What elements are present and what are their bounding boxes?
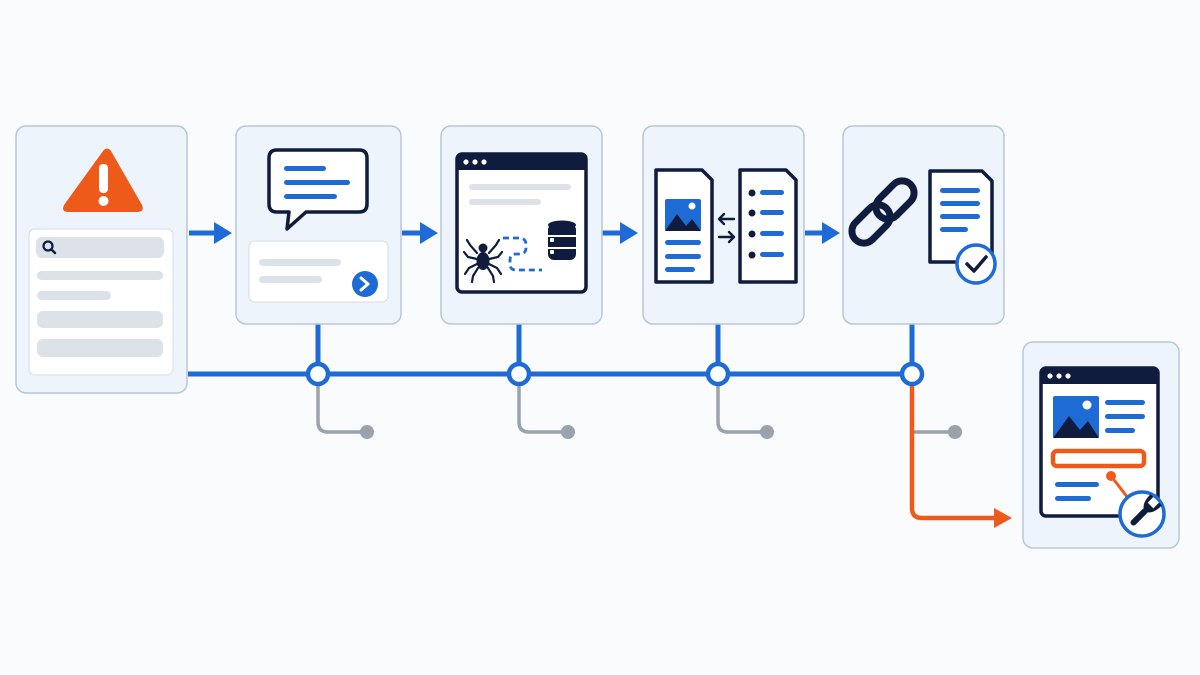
text-line [1105,414,1145,419]
flow-arrow-3 [602,222,638,244]
image-document-icon [654,168,714,284]
fix-connector-dot [1106,471,1116,481]
junction-node-1 [305,361,331,387]
flow-arrow-1 [189,222,232,244]
orange-arrowhead [994,508,1012,528]
stage-card-search-error [15,125,188,394]
database-icon [548,220,576,260]
text-line [1055,482,1099,487]
search-results-panel [28,228,174,376]
warning-icon [63,148,143,212]
flow-arrow-4 [805,222,840,244]
swap-arrows-icon [717,212,736,244]
result-line [37,271,163,280]
stage-card-page-fix [1022,341,1180,549]
result-block [37,311,163,328]
chat-bubble-icon [267,148,369,231]
connector-lines [188,324,1012,528]
stage-card-document-compare [642,125,805,325]
junction-node-3 [705,361,731,387]
flow-arrows [189,222,840,244]
stage-card-link-verify [842,125,1005,325]
crawl-path [503,236,542,272]
image-icon [1053,396,1099,438]
check-circle-icon [955,243,997,285]
stage-card-crawl-store [440,125,603,325]
orange-branch [909,386,996,521]
list-document-icon [738,168,798,284]
chain-link-icon [848,177,918,247]
gray-branch-dot-2 [561,425,575,439]
checked-document-icon [928,169,997,285]
gray-branch-dot-1 [360,425,374,439]
highlighted-issue-bar [1050,448,1147,469]
gray-branch-dot-3 [760,425,774,439]
gray-branch-1 [316,386,366,434]
search-icon [42,240,57,255]
send-icon[interactable] [352,271,378,297]
result-line [37,291,111,300]
spider-icon [462,238,504,284]
stage-card-prompt [235,125,402,325]
text-line [1105,400,1145,405]
text-line [1105,428,1135,433]
gray-branch-2 [517,386,567,434]
junction-node-2 [506,361,532,387]
result-block [37,339,163,357]
junction-node-4 [899,361,925,387]
search-bar [36,237,164,258]
gray-branch-3 [716,386,766,434]
gray-branch-dot-4 [948,425,962,439]
text-line [1055,496,1091,501]
flow-arrow-2 [402,222,438,244]
wrench-icon[interactable] [1118,490,1166,538]
